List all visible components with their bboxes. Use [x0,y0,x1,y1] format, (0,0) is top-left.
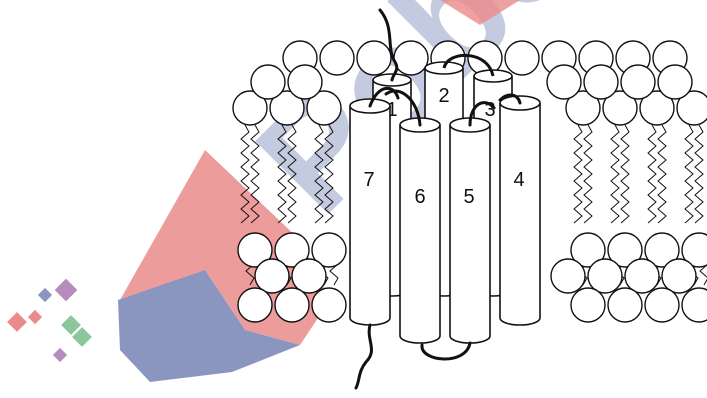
loop-5-6 [420,341,472,361]
helix-4: 4 [499,95,541,326]
watermark-dot [7,312,27,332]
helix-6-body [399,125,441,344]
lipid-head [550,258,586,294]
lipid-head [681,287,707,323]
helix-5-body [449,125,491,344]
lipid-head [644,287,680,323]
front-helices: 4 5 6 7 [349,95,541,344]
lipid-head [602,90,638,126]
lipid-tail [324,124,334,224]
helix-7: 7 [349,98,391,326]
lipid-head [661,258,697,294]
helix-2-label: 2 [438,85,449,107]
lipid-tail [277,124,287,224]
lipid-head [570,232,606,268]
loop-3-5 [468,101,496,127]
lipid-head [393,40,429,76]
lipid-tail [647,124,657,224]
lipid-head [676,90,707,126]
helix-7-label: 7 [363,169,374,191]
lipid-head [311,287,347,323]
n-terminus [378,8,399,82]
lipid-head [681,232,707,268]
helix-5-label: 5 [463,186,474,208]
loop-2-3 [442,54,495,77]
lipid-tail [657,124,667,224]
lipid-tail [250,124,260,224]
helix-7-body [349,106,391,326]
lipid-head [565,90,601,126]
c-terminus [354,323,373,390]
lipid-head [624,258,660,294]
helix-6-label: 6 [414,186,425,208]
lipid-tail [694,124,704,224]
lipid-head [269,90,305,126]
lipid-head [644,232,680,268]
lipid-head [583,64,619,100]
lipid-head [620,64,656,100]
lipid-head [254,258,290,294]
lipid-head [232,90,268,126]
watermark-dot [72,327,92,347]
lipid-tail [287,124,297,224]
lipid-tail [240,124,250,224]
lipid-head [287,64,323,100]
lipid-head [504,40,540,76]
helix-1-label: 1 [386,99,397,121]
watermark-dot [54,278,78,302]
lipid-head [306,90,342,126]
helix-3-label: 3 [484,99,495,121]
lipid-head [570,287,606,323]
lipid-tail [573,124,583,224]
lipid-tail [583,124,593,224]
lipid-head [311,232,347,268]
helix-5: 5 [449,117,491,344]
lipid-head [237,232,273,268]
loop-1-6 [384,89,422,127]
watermark-dot [37,287,53,303]
loops [354,8,522,390]
lipid-tail [314,124,324,224]
lipid-head [291,258,327,294]
lipid-tail [620,124,630,224]
watermark-navy-shape [118,270,300,382]
lipid-head [657,64,693,100]
helix-6: 6 [399,117,441,344]
lipid-head [237,287,273,323]
lipid-tail [610,124,620,224]
watermark-dot [61,315,81,335]
watermark-dot [27,309,43,325]
lipid-heads [232,40,707,323]
lipid-head [639,90,675,126]
lipid-head [319,40,355,76]
watermark-dot [52,347,68,363]
helix-4-body [499,103,541,326]
lipid-head [274,287,310,323]
lipid-head [546,64,582,100]
helix-4-label: 4 [513,169,524,191]
loop-1-7 [368,87,400,108]
lipid-head [356,40,392,76]
loop-3-4 [498,93,522,105]
watermark-red-wedge [440,0,520,25]
lipid-head [587,258,623,294]
lipid-head [250,64,286,100]
lipid-head [607,232,643,268]
lipid-head [607,287,643,323]
lipid-tail [684,124,694,224]
lipid-head [274,232,310,268]
